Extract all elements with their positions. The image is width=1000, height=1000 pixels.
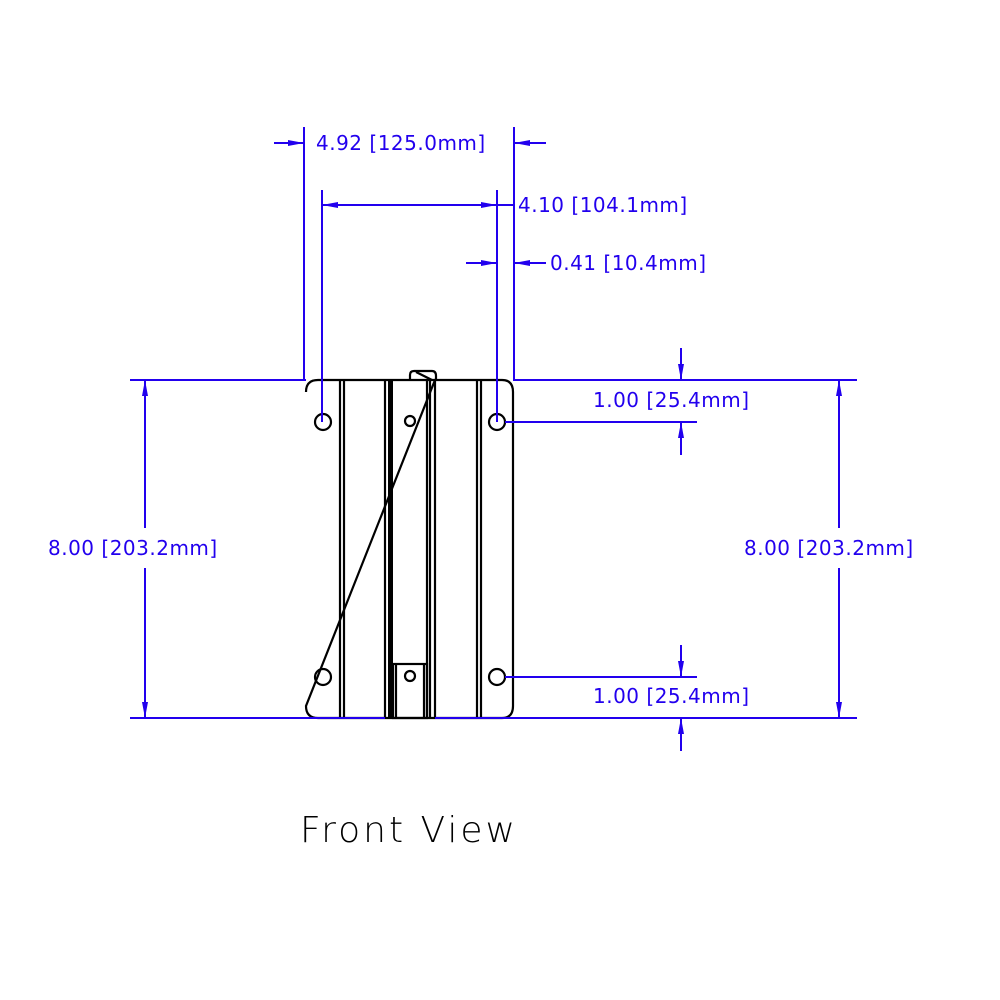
dimension-hole-edge-offset: [466, 260, 546, 266]
dimension-hole-spacing: [321, 190, 514, 422]
bottom-hole-offset-label: 1.00 [25.4mm]: [593, 684, 750, 708]
dimension-top-hole-offset: [505, 348, 697, 455]
top-hole-offset-label: 1.00 [25.4mm]: [593, 388, 750, 412]
overall-width-label: 4.92 [125.0mm]: [316, 131, 486, 155]
height-right-label: 8.00 [203.2mm]: [744, 536, 914, 560]
enclosure-outline: [304, 369, 515, 720]
dimension-overall-width: [274, 127, 546, 380]
dimension-height-right: [836, 380, 842, 718]
dimension-height-left: [142, 380, 148, 718]
view-title: Front View: [300, 810, 518, 851]
height-left-label: 8.00 [203.2mm]: [48, 536, 218, 560]
mounting-hole-bottom-right: [487, 667, 507, 687]
dimension-bottom-hole-offset: [505, 645, 697, 751]
center-hole-bottom: [403, 669, 417, 683]
hole-edge-offset-label: 0.41 [10.4mm]: [550, 251, 707, 275]
hole-spacing-label: 4.10 [104.1mm]: [518, 193, 688, 217]
mounting-hole-bottom-left: [313, 667, 333, 687]
dark-strip: [388, 380, 393, 718]
center-hole-top: [403, 414, 417, 428]
